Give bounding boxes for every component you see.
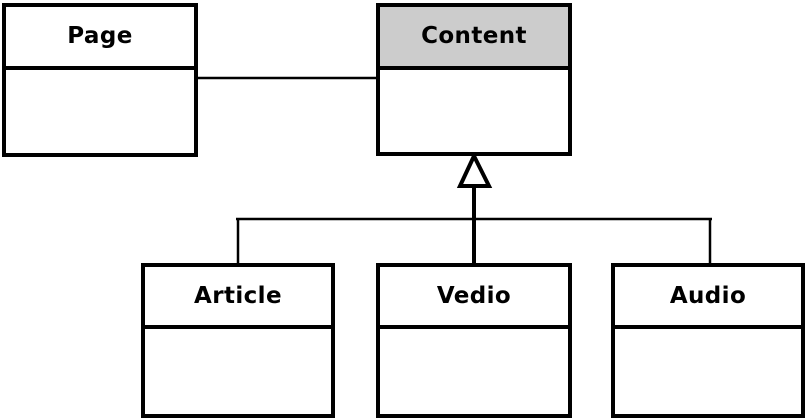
inheritance-triangle-icon [456, 151, 493, 188]
uml-class-audio-name: Audio [615, 267, 801, 329]
uml-class-article-name: Article [145, 267, 331, 329]
uml-class-page-name: Page [6, 7, 194, 70]
uml-class-vedio-name: Vedio [380, 267, 568, 329]
uml-class-vedio[interactable]: Vedio [376, 263, 572, 418]
uml-class-content[interactable]: Content [376, 3, 572, 156]
uml-class-page-attributes [6, 70, 194, 153]
uml-class-article-attributes [145, 329, 331, 414]
uml-class-page[interactable]: Page [2, 3, 198, 157]
uml-class-audio[interactable]: Audio [611, 263, 805, 418]
uml-class-content-name: Content [380, 7, 568, 70]
uml-class-content-attributes [380, 70, 568, 152]
uml-class-vedio-attributes [380, 329, 568, 414]
uml-class-article[interactable]: Article [141, 263, 335, 418]
uml-class-audio-attributes [615, 329, 801, 414]
